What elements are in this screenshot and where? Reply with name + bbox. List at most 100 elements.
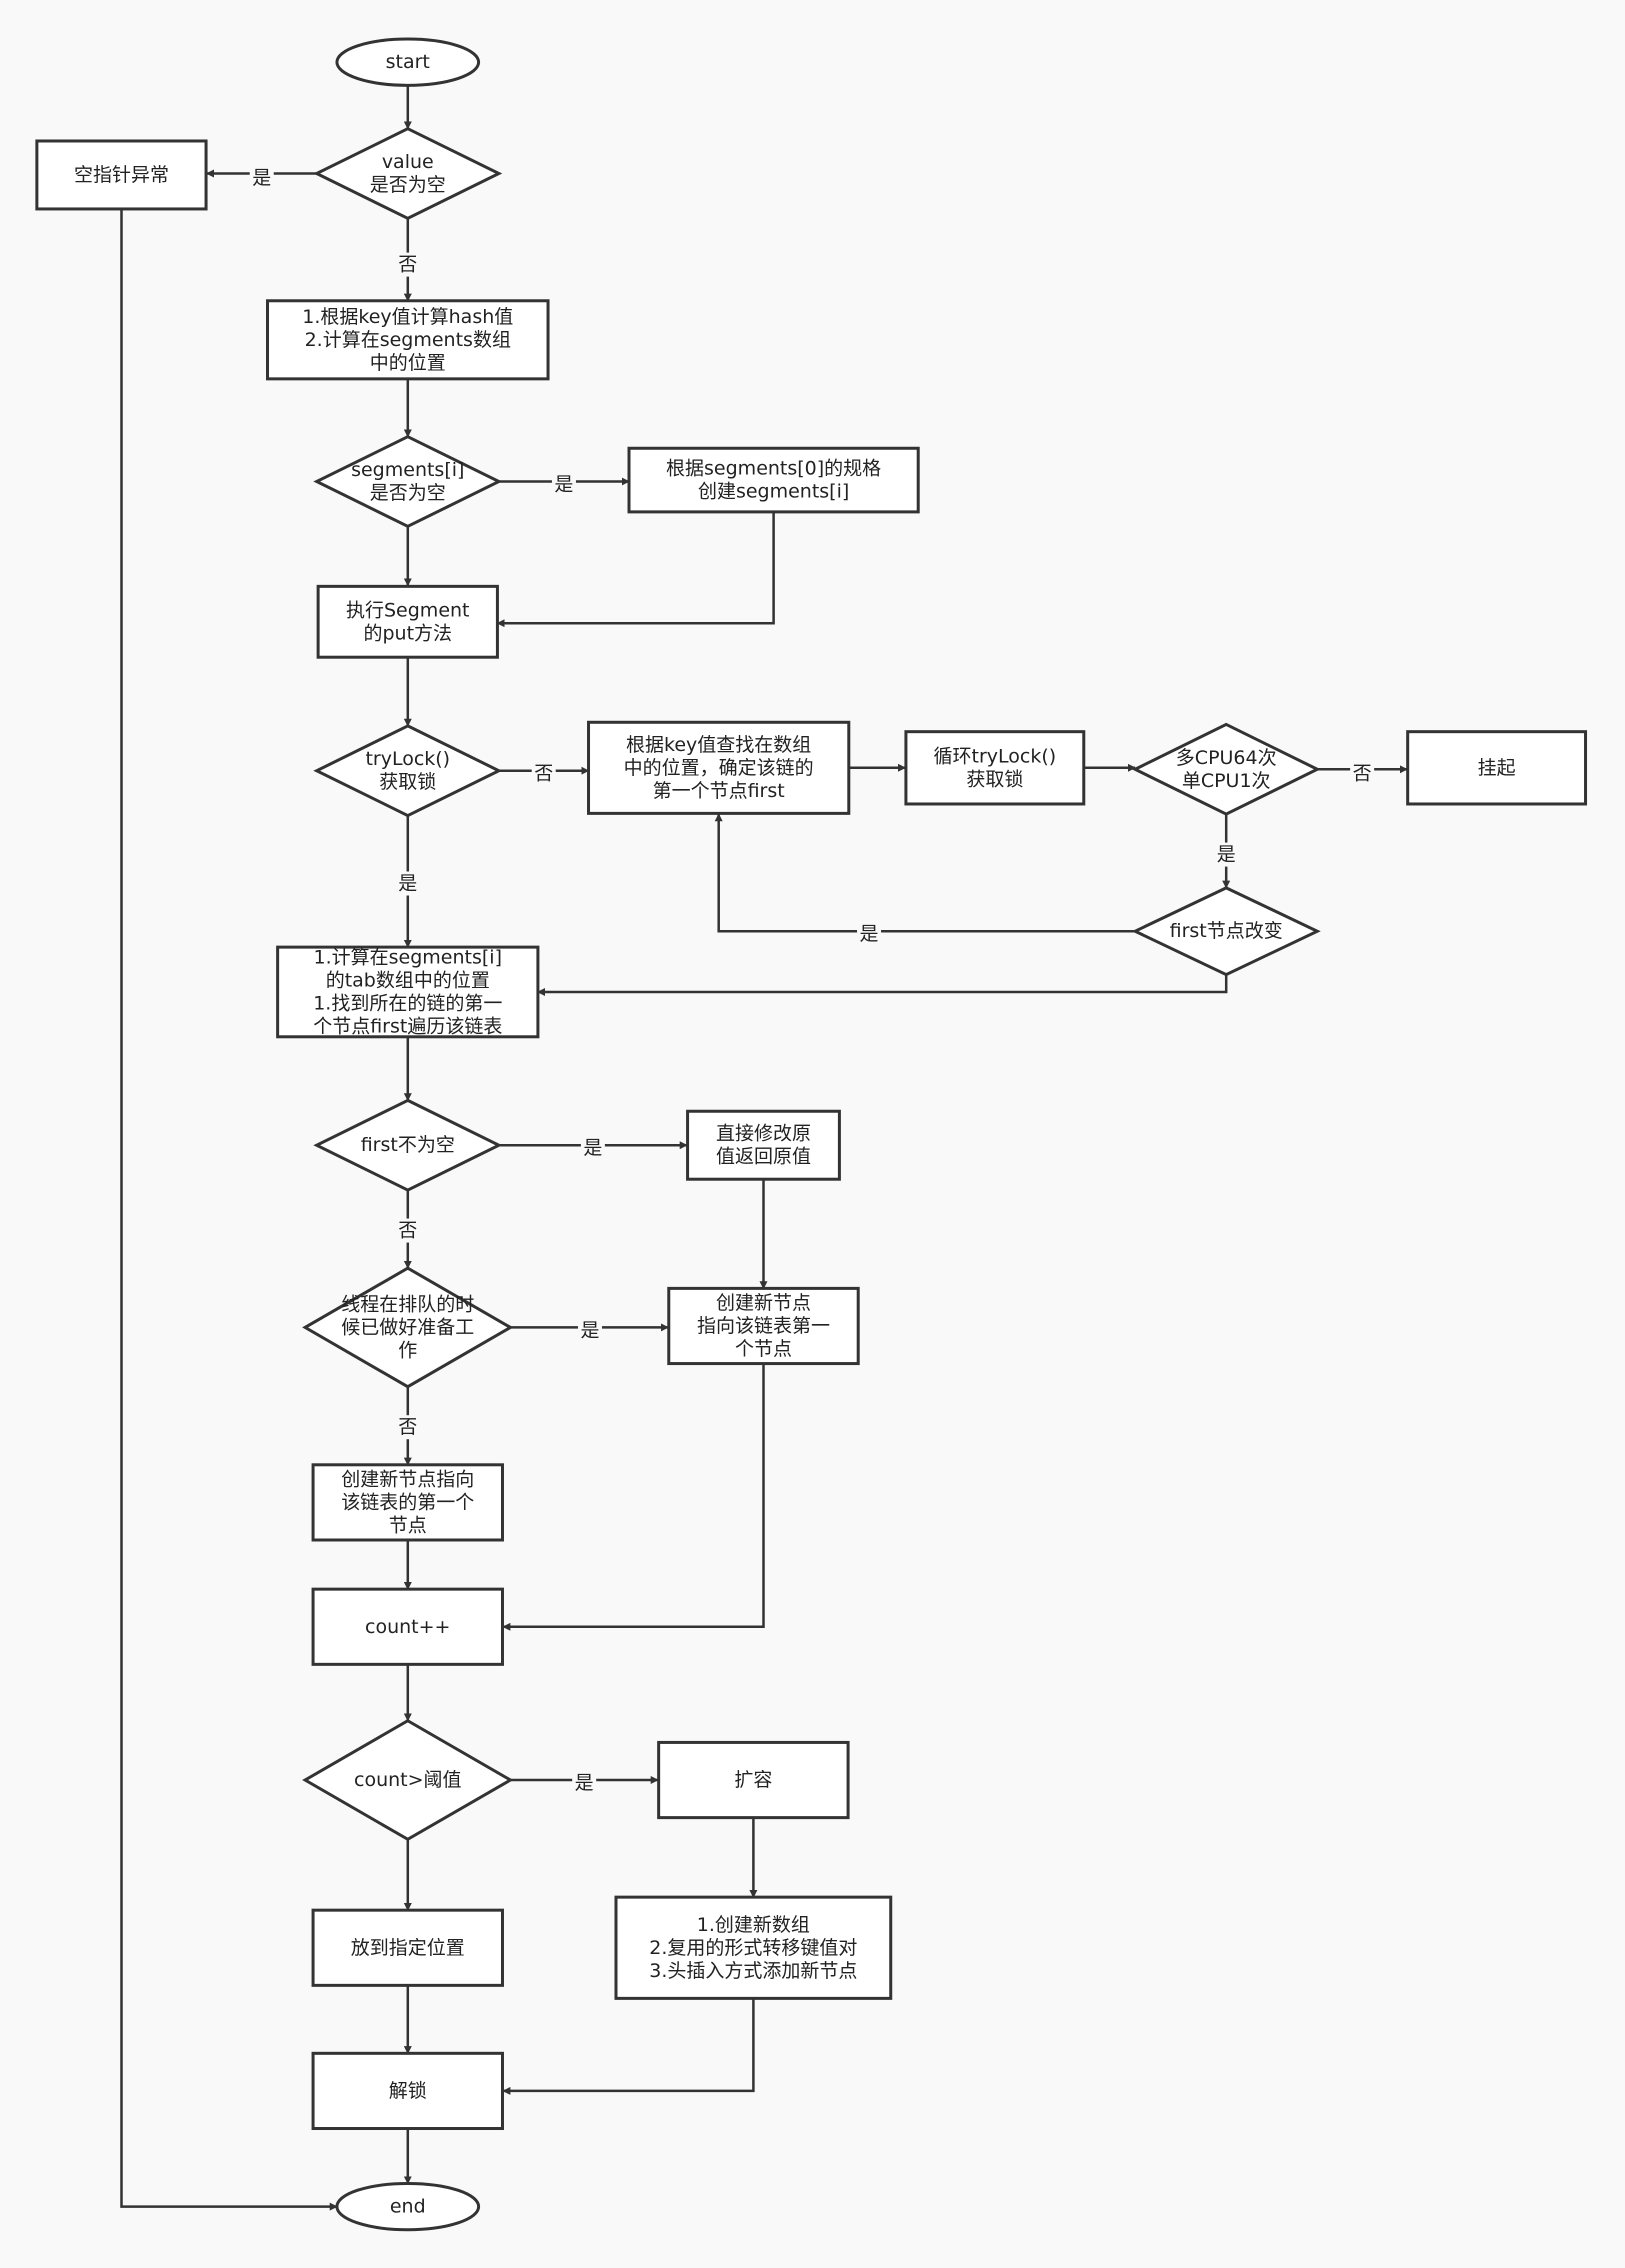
node-label: 1.计算在segments[i] [314,946,502,968]
node-terminal [335,2181,481,2232]
node-label: 解锁 [389,2080,427,2102]
node-decision [302,1719,514,1842]
edge-label-bg [1350,761,1375,786]
node-label: 多CPU64次 [1176,747,1277,769]
node-label: 挂起 [1478,757,1516,779]
node-label: 根据key值查找在数组 [626,734,811,756]
edge-label-bg [857,922,882,947]
edge-label-value-npe: 是 [249,165,274,190]
node-label: first节点改变 [1170,920,1283,942]
node-decision [313,435,503,529]
node-put-pos: 放到指定位置 [311,1908,504,1987]
node-label: 中的位置 [370,352,446,374]
node-label: 创建segments[i] [698,481,849,503]
node-label: end [390,2196,426,2218]
node-label: 个节点 [735,1338,792,1360]
edge-label-text: 否 [1353,763,1372,785]
node-label: 1.找到所在的链的第一 [313,992,502,1014]
node-npe: 空指针异常 [35,139,208,211]
edge-label-text: 是 [580,1319,599,1341]
node-label: value [382,151,434,173]
edge-label-bg [395,871,420,896]
edge-label-text: 是 [860,923,879,945]
node-start: start [335,37,481,87]
node-label: 节点 [389,1514,427,1536]
node-label: first不为空 [361,1134,455,1156]
edge-label-bg [531,761,556,786]
edge-label-text: 是 [398,873,417,895]
node-first-notnull: first不为空 [313,1098,503,1192]
node-box [311,2051,504,2131]
node-label: 获取锁 [966,768,1023,790]
node-label: 线程在排队的时 [341,1293,474,1315]
node-label: count++ [365,1616,450,1638]
edge-label-text: 是 [583,1137,602,1159]
node-first-changed: first节点改变 [1131,886,1321,977]
node-count-inc: count++ [311,1587,504,1666]
edge-label-cpu-suspend: 否 [1350,761,1375,786]
edge-label-trylock-tab: 是 [395,871,420,896]
node-decision [302,1266,514,1389]
node-label: 该链表的第一个 [341,1491,474,1513]
edge-steps-unlock [502,1998,755,2095]
node-label: 放到指定位置 [351,1937,465,1959]
node-box [311,1587,504,1666]
edge-label-value-hash: 否 [395,252,420,277]
node-label: 的tab数组中的位置 [326,969,490,991]
edge-label-text: 是 [554,473,573,495]
node-label: 空指针异常 [74,164,169,186]
edge-label-notnull-ready: 否 [395,1218,420,1243]
edge-label-bg [395,1218,420,1243]
node-label: 循环tryLock() [934,745,1057,767]
edge-label-bg [395,1415,420,1440]
node-end: end [335,2181,481,2232]
node-label: 根据segments[0]的规格 [666,458,881,480]
node-terminal [335,37,481,87]
edge-label-bg [572,1770,597,1795]
node-label: 中的位置，确定该链的 [624,757,814,779]
node-trylock: tryLock()获取锁 [313,724,503,818]
edge-label-ready-newa: 是 [577,1318,602,1343]
node-label: 创建新节点指向 [341,1468,474,1490]
node-decision [313,1098,503,1192]
edge-label-text: 否 [398,254,417,276]
node-label: 直接修改原 [716,1123,811,1145]
node-unlock: 解锁 [311,2051,504,2131]
node-label: count>阈值 [354,1769,462,1791]
node-box [657,1740,850,1820]
node-label: 1.创建新数组 [697,1914,810,1936]
edge-label-notnull-modify: 是 [580,1136,605,1161]
node-box [1406,730,1588,806]
node-box [311,1463,504,1542]
node-box [686,1109,841,1181]
node-label: 创建新节点 [716,1292,811,1314]
node-box [266,299,550,381]
node-label: start [386,51,430,73]
edge-label-bg [577,1318,602,1343]
edge-label-text: 是 [252,167,271,189]
node-decision [313,724,503,818]
node-label: 获取锁 [379,771,436,793]
node-box [311,1908,504,1987]
node-label: 扩容 [734,1769,772,1791]
edge-label-text: 是 [1217,844,1236,866]
node-calc-tab: 1.计算在segments[i]的tab数组中的位置1.找到所在的链的第一个节点… [276,945,540,1039]
edge-label-text: 否 [398,1416,417,1438]
node-box [316,584,499,659]
node-label: 是否为空 [370,174,446,196]
node-label: 执行Segment [346,599,470,621]
node-box [627,446,920,514]
node-label: 候已做好准备工 [341,1316,474,1338]
node-label: 第一个节点first [653,780,785,802]
